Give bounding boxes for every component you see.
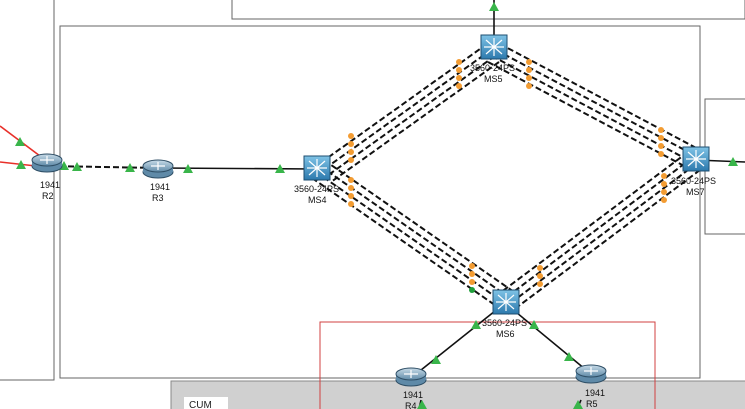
router-r2[interactable]: 1941 R2: [31, 153, 63, 201]
cum-area[interactable]: [170, 380, 745, 409]
r4-model: 1941: [403, 390, 423, 400]
cable-r2-r3[interactable]: [49, 165, 159, 169]
r5-model: 1941: [585, 388, 605, 398]
link-forwarding-dot: [469, 287, 475, 293]
link-blocking-dots: [348, 59, 667, 287]
switch-ms4[interactable]: 3560-24PS MS4: [294, 155, 339, 205]
ms6-model: 3560-24PS: [482, 318, 527, 328]
r3-model: 1941: [150, 182, 170, 192]
cable-ms6-r5[interactable]: [504, 302, 592, 375]
cable-r3-ms4[interactable]: [157, 167, 317, 170]
router-r5[interactable]: 1941 R5: [575, 364, 607, 409]
right-cluster-frame[interactable]: [704, 98, 745, 235]
ms5-model: 3560-24PS: [470, 63, 515, 73]
ms5-name: MS5: [484, 74, 503, 84]
ms6-name: MS6: [496, 329, 515, 339]
router-r3[interactable]: 1941 R3: [142, 159, 174, 203]
etherchannel-ms5-ms7[interactable]: [487, 43, 701, 169]
ms4-name: MS4: [308, 195, 327, 205]
note-rectangle[interactable]: [319, 321, 656, 409]
switch-ms7[interactable]: 3560-24PS MS7: [671, 146, 716, 197]
ms7-name: MS7: [686, 187, 705, 197]
r5-name: R5: [586, 399, 598, 409]
main-cluster-frame[interactable]: [59, 25, 701, 379]
left-cluster-frame[interactable]: [0, 0, 55, 381]
r2-name: R2: [42, 191, 54, 201]
switch-ms6[interactable]: 3560-24PS MS6: [482, 289, 527, 339]
etherchannel-ms4-ms6[interactable]: [311, 159, 515, 311]
cable-ms6-r4[interactable]: [410, 302, 506, 379]
top-cluster-frame[interactable]: [231, 0, 745, 20]
etherchannel-ms7-ms6[interactable]: [495, 151, 701, 315]
link-status-indicators: [15, 2, 738, 409]
r2-model: 1941: [40, 180, 60, 190]
cum-label-box: [184, 397, 228, 409]
ms4-model: 3560-24PS: [294, 184, 339, 194]
switch-ms5[interactable]: 3560-24PS MS5: [470, 34, 515, 84]
ms7-model: 3560-24PS: [671, 176, 716, 186]
router-r4[interactable]: 1941 R4: [395, 367, 427, 409]
cable-red-2[interactable]: [0, 161, 37, 167]
r3-name: R3: [152, 193, 164, 203]
r4-name: R4: [405, 401, 417, 409]
cum-label: CUM: [189, 400, 212, 409]
link-up-triangles: [15, 2, 738, 409]
